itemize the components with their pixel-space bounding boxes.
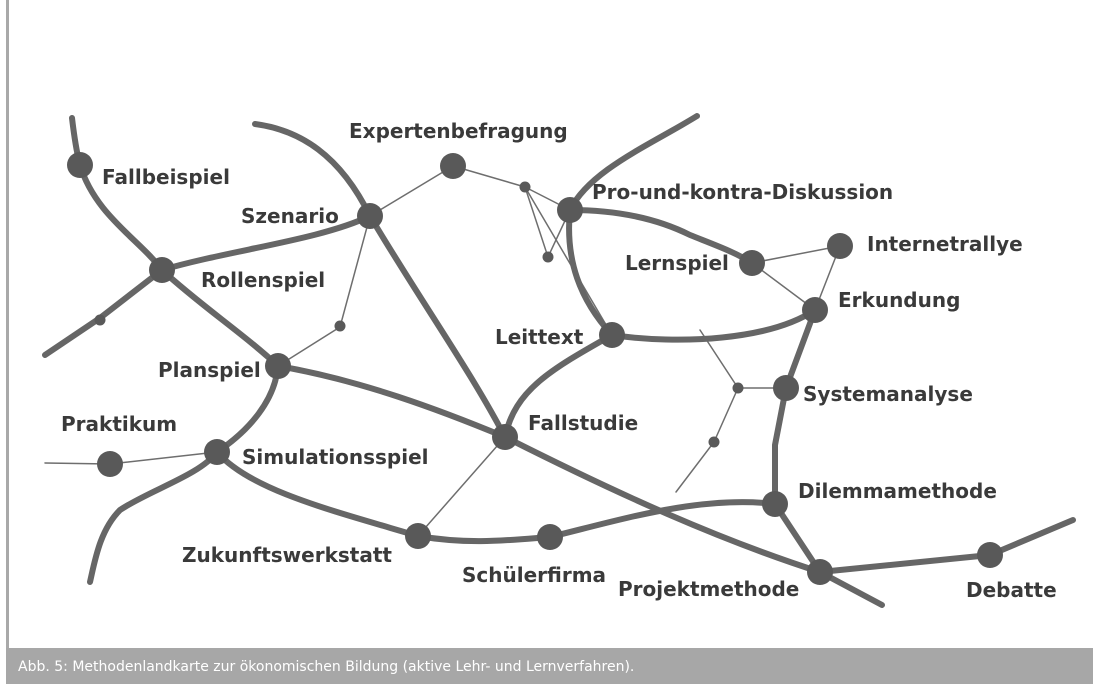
route-fallbeispiel-planspiel — [69, 115, 281, 369]
label-projektmethode: Projektmethode — [618, 577, 799, 601]
label-leittext: Leittext — [495, 325, 584, 349]
node-schuelerfirma — [537, 524, 563, 550]
route-pro-kontra-lernspiel — [567, 207, 755, 266]
node-szenario — [357, 203, 383, 229]
connector-szenario-expertenbefragung — [369, 165, 454, 217]
connector-fallstudie-zukunftswerkstatt — [417, 436, 506, 537]
route-projektmethode-debatte — [817, 517, 1076, 575]
node-debatte — [977, 542, 1003, 568]
label-lernspiel: Lernspiel — [625, 251, 729, 275]
route-planspiel-fallstudie — [275, 363, 508, 440]
node-planspiel — [265, 353, 291, 379]
label-dilemmamethode: Dilemmamethode — [798, 479, 997, 503]
node-fallbeispiel — [67, 152, 93, 178]
label-rollenspiel: Rollenspiel — [201, 268, 325, 292]
node-internetrallye — [827, 233, 853, 259]
route-simulation-dilemma — [214, 449, 778, 545]
label-debatte: Debatte — [966, 578, 1057, 602]
connector-junction-schuelerfirma — [675, 387, 739, 493]
junction-dot — [94, 314, 106, 326]
route-dilemma-projektmethode — [772, 501, 823, 575]
label-erkundung: Erkundung — [838, 288, 960, 312]
route-fallstudie-projektmethode — [502, 434, 885, 608]
connector-lernspiel-erkundung — [751, 262, 816, 311]
route-szenario-fallstudie — [252, 121, 508, 440]
station-nodes — [67, 152, 1003, 585]
station-labels: Fallbeispiel Szenario Rollenspiel Expert… — [61, 119, 1057, 602]
node-lernspiel — [739, 250, 765, 276]
node-expertenbefragung — [440, 153, 466, 179]
method-map: Fallbeispiel Szenario Rollenspiel Expert… — [42, 113, 1076, 608]
route-simulation-bottomleft — [87, 449, 220, 585]
node-leittext — [599, 322, 625, 348]
label-internetrallye: Internetrallye — [867, 232, 1023, 256]
junction-dot — [519, 181, 531, 193]
node-projektmethode — [807, 559, 833, 585]
node-fallstudie — [492, 424, 518, 450]
connector-junction-small — [524, 186, 549, 258]
label-fallstudie: Fallstudie — [528, 411, 638, 435]
route-erkundung-dilemma — [772, 307, 818, 507]
label-simulationsspiel: Simulationsspiel — [242, 445, 428, 469]
node-systemanalyse — [773, 375, 799, 401]
junction-dot — [334, 320, 346, 332]
node-praktikum — [97, 451, 123, 477]
connector-junction-leittext — [524, 186, 613, 336]
route-pro-kontra-leittext — [566, 113, 700, 338]
node-zukunftswerkstatt — [405, 523, 431, 549]
small-junctions — [94, 181, 744, 448]
label-praktikum: Praktikum — [61, 412, 177, 436]
label-expertenbefragung: Expertenbefragung — [349, 119, 568, 143]
label-szenario: Szenario — [241, 204, 339, 228]
label-planspiel: Planspiel — [158, 358, 261, 382]
left-border-rule — [6, 0, 9, 684]
node-simulationsspiel — [204, 439, 230, 465]
label-pro-kontra: Pro-und-kontra-Diskussion — [592, 180, 893, 204]
connector-praktikum-simulation — [44, 451, 218, 465]
thin-connectors — [44, 165, 841, 537]
junction-dot — [708, 436, 720, 448]
label-zukunftswerkstatt: Zukunftswerkstatt — [182, 543, 392, 567]
connector-lernspiel-internetrallye — [751, 245, 841, 264]
node-pro-kontra — [557, 197, 583, 223]
node-erkundung — [802, 297, 828, 323]
node-rollenspiel — [149, 257, 175, 283]
label-schuelerfirma: Schülerfirma — [462, 563, 606, 587]
junction-dot — [542, 251, 554, 263]
label-systemanalyse: Systemanalyse — [803, 382, 973, 406]
figure-caption: Abb. 5: Methodenlandkarte zur ökonomisch… — [18, 659, 635, 675]
node-dilemmamethode — [762, 491, 788, 517]
caption-bar: Abb. 5: Methodenlandkarte zur ökonomisch… — [6, 648, 1093, 684]
label-fallbeispiel: Fallbeispiel — [102, 165, 230, 189]
junction-dot — [732, 382, 744, 394]
